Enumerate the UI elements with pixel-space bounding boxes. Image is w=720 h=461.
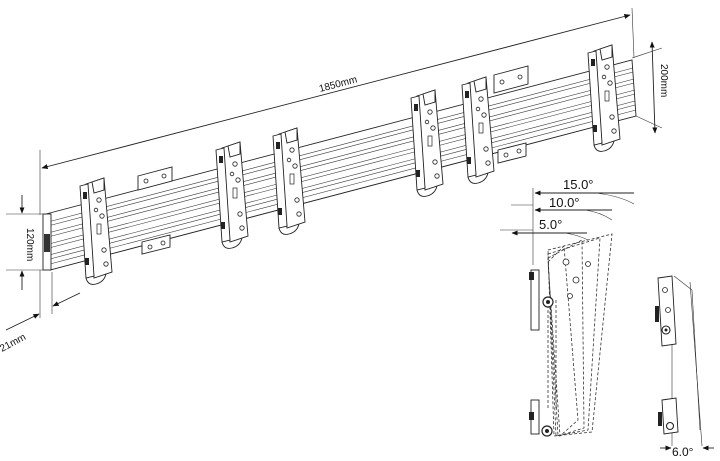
- tilt-upright-bracket: [529, 258, 591, 437]
- rail-assembly: [42, 59, 637, 271]
- tilt-bracket-positions: [547, 233, 613, 437]
- bracket-3: [272, 127, 306, 235]
- side-bracket-lower: [661, 397, 679, 435]
- bracket-5: [461, 76, 495, 184]
- bracket-4: [410, 89, 444, 197]
- height-right-label: 200mm: [658, 64, 669, 97]
- angle-label-15: 15.0°: [563, 177, 594, 192]
- tilt-side-view: 15.0° 10.0° 5.0°: [500, 177, 635, 437]
- bracket-2: [215, 141, 249, 249]
- bracket-1: [79, 177, 113, 285]
- rail-end-block: [44, 234, 50, 252]
- wall-plate-1: [137, 166, 173, 255]
- bracket-6: [587, 44, 621, 152]
- length-label: 1850mm: [318, 74, 358, 94]
- depth-label: 21mm: [0, 332, 28, 355]
- dimension-depth: 21mm: [0, 270, 81, 355]
- height-left-label: 120mm: [24, 228, 35, 261]
- dimension-height-right: 200mm: [631, 41, 669, 134]
- angle-label-10: 10.0°: [549, 195, 580, 210]
- dimension-height-left: 120mm: [6, 195, 46, 290]
- side-angle-label: 6.0°: [672, 445, 694, 459]
- angle-label-5: 5.0°: [539, 217, 562, 232]
- side-profile-view: 6.0°: [655, 275, 714, 459]
- rail-body: [45, 59, 637, 271]
